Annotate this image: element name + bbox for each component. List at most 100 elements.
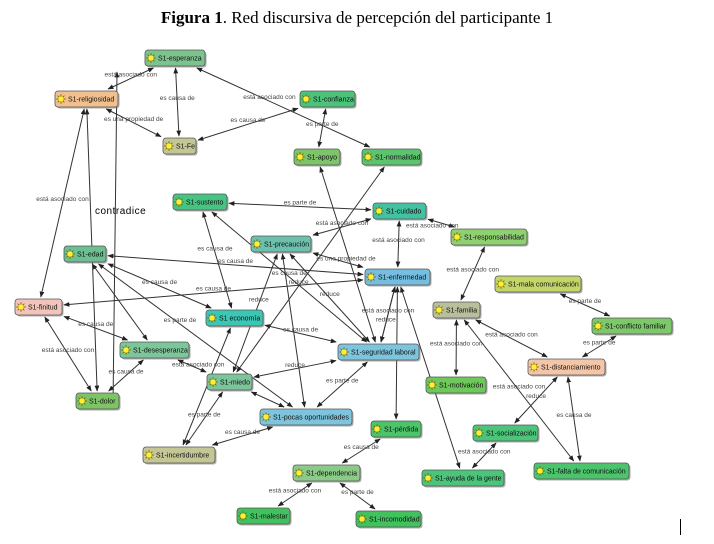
node-box (14, 298, 63, 316)
edge-label: es causa de (225, 429, 260, 436)
node-dependencia[interactable]: S1-dependencia (292, 464, 362, 483)
edge-miedo-pocas (250, 391, 285, 408)
node-ayuda[interactable]: S1-ayuda de la gente (421, 469, 506, 488)
node-label: S1-falta de comunicación (547, 469, 626, 476)
sun-icon (238, 511, 248, 521)
node-apoyo[interactable]: S1-apoyo (293, 148, 342, 167)
edge-miedo-incertidumbre (185, 391, 223, 446)
node-incomodidad[interactable]: S1-incomodidad (355, 510, 423, 529)
node-label: S1-incomodidad (369, 517, 420, 524)
node-box (293, 148, 341, 166)
node-box (361, 148, 422, 166)
edge-label: reduce (289, 279, 309, 286)
node-confianza[interactable]: S1-confianza (299, 90, 357, 109)
node-distanciamiento[interactable]: S1-distanciamiento (527, 358, 607, 377)
node-malacom[interactable]: S1-mala comunicación (494, 275, 583, 294)
node-falta[interactable]: S1-falta de comunicación (533, 462, 631, 481)
sun-icon (146, 53, 156, 63)
node-label: S1-pérdida (384, 427, 418, 434)
node-enfermedad[interactable]: S1-enfermedad (364, 268, 432, 287)
node-seguridad[interactable]: S1-seguridad laboral (337, 343, 421, 362)
edge-label: está asociado con (485, 332, 538, 339)
sun-icon (357, 514, 367, 524)
edge-label: es parte de (164, 317, 197, 324)
sun-icon (65, 249, 75, 259)
node-fe[interactable]: S1-Fe (162, 137, 198, 156)
node-malestar[interactable]: S1-malestar (236, 507, 292, 526)
edge-label: está asociado con (105, 72, 158, 79)
node-finitud[interactable]: S1-finitud (14, 298, 64, 317)
node-responsabilidad[interactable]: S1-responsabilidad (450, 228, 529, 247)
node-label: S1-distanciamiento (541, 365, 601, 372)
node-box (533, 462, 630, 480)
edge-label: está asociado con (458, 449, 511, 456)
figure-title: . Red discursiva de percepción del parti… (222, 8, 554, 27)
edge-label: es parte de (583, 340, 616, 347)
node-motivacion[interactable]: S1-motivación (425, 376, 488, 395)
node-box (172, 193, 228, 211)
node-pocas[interactable]: S1-pocas oportunidades (259, 408, 354, 427)
edge-label: está asociado con (406, 223, 459, 230)
edge-label: es parte de (306, 121, 339, 128)
sun-icon (144, 450, 154, 460)
node-box (292, 464, 361, 482)
sun-icon (374, 206, 384, 216)
edge-cuidado-enfermedad (395, 220, 402, 268)
node-label: S1-incertidumbre (156, 453, 209, 460)
node-label: S1-finitud (28, 305, 58, 312)
sun-icon (529, 362, 539, 372)
node-box (144, 49, 206, 67)
node-label: S1 economía (219, 316, 260, 323)
edge-confianza-apoyo (317, 108, 328, 148)
sun-icon (372, 424, 382, 434)
node-miedo[interactable]: S1-miedo (206, 373, 254, 392)
edge-label: está asociado con (36, 196, 89, 203)
node-esperanza[interactable]: S1-esperanza (144, 49, 207, 68)
edge-seguridad-enfermedad (380, 286, 396, 343)
node-box (494, 275, 582, 293)
sun-icon (174, 197, 184, 207)
sun-icon (121, 345, 131, 355)
node-label: S1-dolor (89, 399, 116, 406)
node-box (162, 137, 197, 155)
node-sustento[interactable]: S1-sustento (172, 193, 229, 212)
edge-normalidad-miedo (236, 166, 385, 373)
edge-label: es causa de (230, 117, 265, 124)
edges-layer (39, 67, 617, 510)
node-edad[interactable]: S1-edad (63, 245, 108, 264)
edge-cuidado-responsabilidad (427, 218, 456, 228)
node-normalidad[interactable]: S1-normalidad (361, 148, 423, 167)
edge-label: está asociado con (172, 362, 225, 369)
node-box (205, 309, 264, 327)
node-box (472, 424, 539, 442)
sun-icon (423, 473, 433, 483)
edge-label: está asociado con (447, 267, 500, 274)
node-label: S1-enfermedad (378, 275, 426, 282)
node-incertidumbre[interactable]: S1-incertidumbre (142, 446, 217, 465)
edge-responsabilidad-familia (460, 246, 486, 301)
node-label: S1-edad (77, 252, 104, 259)
node-dolor[interactable]: S1-dolor (75, 392, 121, 411)
node-economia[interactable]: S1 economía (205, 309, 265, 328)
node-desesperanza[interactable]: S1-desesperanza (119, 341, 191, 360)
edge-label: es causa de (272, 270, 307, 277)
node-conflicto[interactable]: S1-conflicto familiar (591, 317, 674, 336)
edge-label: está asociado con (362, 308, 415, 315)
node-cuidado[interactable]: S1-cuidado (372, 202, 428, 221)
edge-normalidad-esperanza (196, 67, 371, 148)
edge-label: reduce (526, 393, 546, 400)
node-label: S1-miedo (220, 380, 250, 387)
node-familia[interactable]: S1-familia (432, 301, 482, 320)
edge-label: es causa de (197, 245, 232, 252)
node-precaucion[interactable]: S1-precaución (250, 235, 313, 254)
node-religiosidad[interactable]: S1-religiosidad (54, 90, 120, 109)
sun-icon (56, 94, 66, 104)
edge-perdida-dependencia (341, 438, 381, 464)
node-box (421, 469, 505, 487)
node-box (250, 235, 312, 253)
edge-label: es una propiedad de (316, 255, 376, 262)
node-perdida[interactable]: S1-pérdida (370, 420, 423, 439)
edge-distanciamiento-falta (566, 376, 582, 462)
node-socializacion[interactable]: S1-socialización (472, 424, 540, 443)
node-label: S1-Fe (176, 144, 195, 151)
